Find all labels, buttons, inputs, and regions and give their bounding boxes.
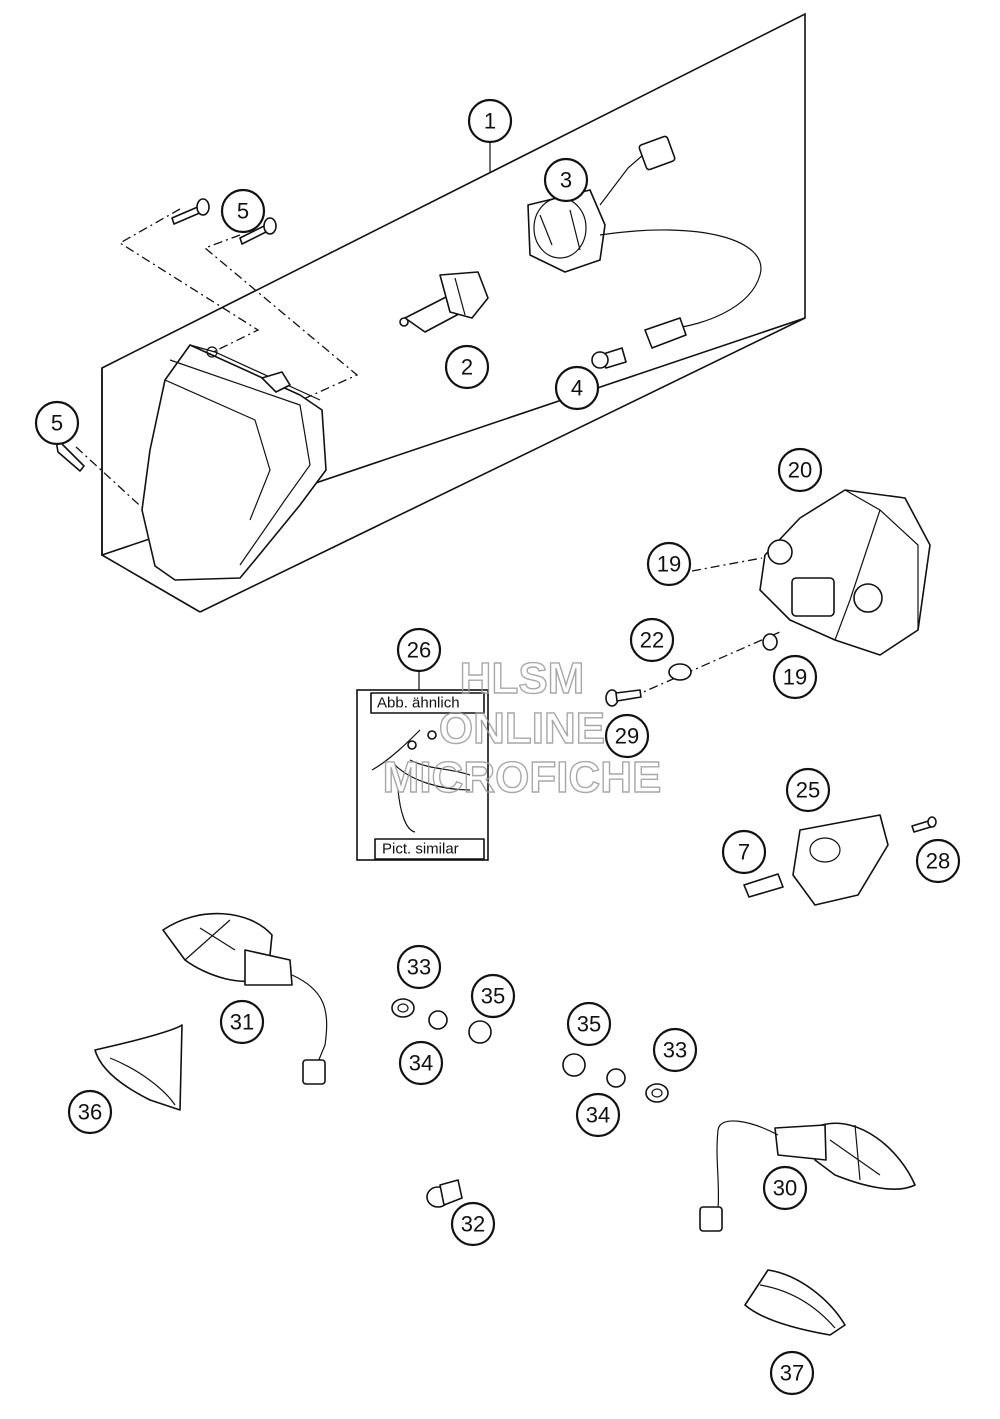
svg-text:31: 31 xyxy=(230,1010,254,1035)
svg-text:35: 35 xyxy=(577,1012,601,1037)
callout-4: 4 xyxy=(554,365,600,411)
svg-text:4: 4 xyxy=(571,376,583,401)
svg-text:28: 28 xyxy=(926,849,950,874)
license-plate-light xyxy=(743,814,937,906)
turn-signal-right xyxy=(699,1120,916,1232)
callout-33-left: 33 xyxy=(396,944,442,990)
svg-text:30: 30 xyxy=(773,1176,797,1201)
svg-text:5: 5 xyxy=(51,411,63,436)
svg-text:7: 7 xyxy=(738,840,750,865)
svg-text:22: 22 xyxy=(640,628,664,653)
callout-1: 1 xyxy=(467,98,513,144)
callout-25: 25 xyxy=(785,767,831,813)
callout-32: 32 xyxy=(450,1201,496,1247)
watermark: HLSM ONLINE MICROFICHE xyxy=(382,653,662,802)
turn-signal-right-lens xyxy=(744,1269,846,1336)
callout-35-left: 35 xyxy=(470,973,516,1019)
headlight-mask xyxy=(141,344,327,581)
wiring-harness-inset xyxy=(356,689,489,861)
turn-signal-left-lens xyxy=(94,1024,183,1111)
svg-text:29: 29 xyxy=(615,724,639,749)
parking-bulb xyxy=(591,347,627,369)
callout-31: 31 xyxy=(219,999,265,1045)
svg-text:33: 33 xyxy=(407,955,431,980)
rear-light-housing xyxy=(759,489,931,656)
svg-text:33: 33 xyxy=(663,1038,687,1063)
bulb-socket-harness xyxy=(527,135,762,349)
callout-22: 22 xyxy=(629,617,675,663)
svg-text:5: 5 xyxy=(237,199,249,224)
callout-2: 2 xyxy=(444,344,490,390)
washers-nuts xyxy=(391,998,669,1103)
callout-34-left: 34 xyxy=(398,1040,444,1086)
svg-text:37: 37 xyxy=(780,1361,804,1386)
svg-text:19: 19 xyxy=(657,552,681,577)
callout-30: 30 xyxy=(762,1165,808,1211)
svg-text:3: 3 xyxy=(560,168,572,193)
callout-29: 29 xyxy=(604,713,650,759)
callout-19-bottom: 19 xyxy=(772,654,818,700)
inset-labels: Abb. ähnlich Pict. similar xyxy=(377,695,460,858)
svg-text:19: 19 xyxy=(783,665,807,690)
turn-signal-bulb xyxy=(426,1179,463,1208)
svg-text:20: 20 xyxy=(788,458,812,483)
inset-label-bottom: Pict. similar xyxy=(382,841,459,858)
svg-text:1: 1 xyxy=(484,109,496,134)
callout-19-top: 19 xyxy=(646,541,692,587)
headlight-bulb xyxy=(399,271,489,333)
svg-text:32: 32 xyxy=(461,1212,485,1237)
svg-text:26: 26 xyxy=(407,638,431,663)
watermark-line-2: ONLINE xyxy=(439,704,605,753)
part-callouts: 1 2 3 4 5 5 7 19 19 20 22 25 26 28 29 30… xyxy=(34,98,961,1396)
inset-label-top: Abb. ähnlich xyxy=(377,695,460,712)
callout-33-right: 33 xyxy=(652,1027,698,1073)
frame-bottom-edge xyxy=(101,554,201,613)
callout-35-right: 35 xyxy=(566,1001,612,1047)
callout-34-right: 34 xyxy=(575,1092,621,1138)
svg-text:35: 35 xyxy=(481,984,505,1009)
svg-text:34: 34 xyxy=(409,1051,433,1076)
callout-20: 20 xyxy=(777,447,823,493)
svg-text:36: 36 xyxy=(78,1100,102,1125)
watermark-line-3: MICROFICHE xyxy=(383,753,662,802)
callout-5-left: 5 xyxy=(34,400,80,446)
svg-text:2: 2 xyxy=(461,355,473,380)
watermark-line-1: HLSM xyxy=(460,654,585,703)
callout-36: 36 xyxy=(67,1089,113,1135)
turn-signal-left xyxy=(162,912,328,1085)
svg-text:34: 34 xyxy=(586,1103,610,1128)
callout-5-top: 5 xyxy=(220,188,266,234)
callout-7: 7 xyxy=(721,829,767,875)
callout-37: 37 xyxy=(769,1350,815,1396)
callout-26: 26 xyxy=(396,627,442,673)
callout-3: 3 xyxy=(543,157,589,203)
callout-28: 28 xyxy=(915,838,961,884)
svg-text:25: 25 xyxy=(796,778,820,803)
